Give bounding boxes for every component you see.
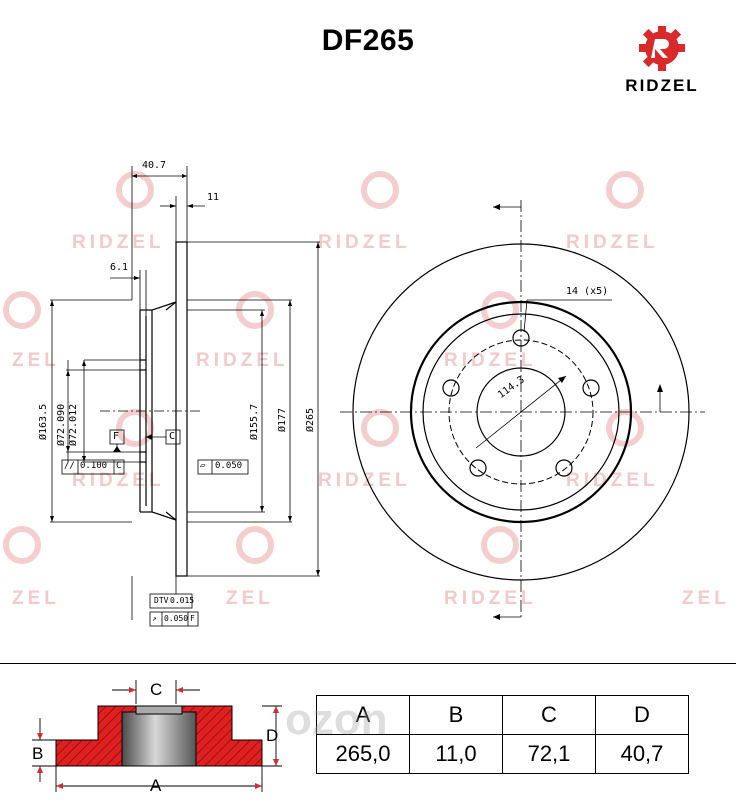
watermark-text: RIDZEL bbox=[318, 470, 411, 491]
parallel-icon: // bbox=[64, 461, 75, 471]
header-c: C bbox=[502, 695, 596, 735]
tol-parallel-ref: C bbox=[116, 461, 122, 471]
watermark-text: RIDZEL bbox=[566, 470, 659, 491]
spec-table: A B C D 265,0 11,0 72,1 40,7 bbox=[316, 695, 689, 774]
runout-ref: F bbox=[190, 614, 195, 623]
section-divider bbox=[0, 663, 736, 664]
header-b: B bbox=[409, 695, 503, 735]
tol-flatness-value: 0.050 bbox=[215, 461, 243, 471]
schematic-label-a: A bbox=[150, 776, 162, 795]
side-view bbox=[50, 166, 320, 627]
dim-hat-outer-diameter: Ø177 bbox=[277, 407, 288, 432]
value-b: 11,0 bbox=[409, 734, 503, 774]
dim-outer-diameter: Ø265 bbox=[305, 407, 316, 432]
disc-schematic bbox=[55, 705, 263, 767]
watermark-text: RIDZEL bbox=[72, 232, 165, 253]
watermark-text: ZEL bbox=[12, 588, 60, 609]
value-c: 72,1 bbox=[502, 734, 596, 774]
bolt-holes-label: 14 (x5) bbox=[566, 286, 609, 297]
watermark-text: ZEL bbox=[226, 588, 274, 609]
bolt-hole bbox=[442, 379, 460, 397]
schematic-label-c: C bbox=[150, 680, 163, 699]
bolt-hole bbox=[582, 379, 600, 397]
datum-c-label: C bbox=[169, 431, 176, 442]
dim-center-bore-min: Ø72.012 bbox=[68, 403, 79, 446]
schematic-label-d: D bbox=[266, 726, 279, 745]
dim-center-bore-max: Ø72.090 bbox=[56, 403, 67, 446]
flatness-icon: ▱ bbox=[200, 461, 206, 471]
friction-ring bbox=[175, 241, 188, 577]
brand-logo: RIDZEL bbox=[612, 26, 712, 96]
page-title: DF265 bbox=[321, 24, 415, 57]
datum-f-label: F bbox=[113, 431, 120, 442]
table-row: 265,0 11,0 72,1 40,7 bbox=[316, 734, 689, 774]
brand-name: RIDZEL bbox=[625, 76, 699, 95]
dtv-value: 0.015 bbox=[170, 596, 195, 605]
watermark-text: RIDZEL bbox=[196, 350, 289, 371]
watermark-text: RIDZEL bbox=[444, 350, 537, 371]
hat-outline bbox=[151, 301, 177, 521]
bolt-hole bbox=[469, 459, 487, 477]
table-row: A B C D bbox=[316, 695, 689, 735]
watermark-text: RIDZEL bbox=[566, 232, 659, 253]
watermark-text: RIDZEL bbox=[72, 470, 165, 491]
dim-hat-thickness: 6.1 bbox=[110, 262, 129, 273]
dim-disc-thickness: 11 bbox=[207, 192, 220, 203]
runout-icon: ↗ bbox=[152, 614, 157, 623]
watermark-text: RIDZEL bbox=[318, 232, 411, 253]
value-d: 40,7 bbox=[595, 734, 689, 774]
header-a: A bbox=[316, 695, 410, 735]
value-a: 265,0 bbox=[316, 734, 410, 774]
watermark-text: ZEL bbox=[682, 588, 730, 609]
gear-icon bbox=[639, 26, 685, 71]
dim-thickness-total: 40.7 bbox=[142, 160, 167, 171]
watermark-text: RIDZEL bbox=[444, 588, 537, 609]
dim-hat-diameter: Ø163.5 bbox=[38, 403, 49, 440]
dtv-label: DTV bbox=[154, 596, 169, 605]
runout-value: 0.050 bbox=[164, 614, 189, 623]
front-view bbox=[340, 200, 705, 620]
header-d: D bbox=[595, 695, 689, 735]
watermark-text: ZEL bbox=[12, 350, 60, 371]
dim-inner-diameter: Ø155.7 bbox=[249, 403, 260, 440]
bolt-hole bbox=[555, 459, 573, 477]
schematic-label-b: B bbox=[32, 744, 44, 763]
tol-parallel-value: 0.100 bbox=[80, 461, 108, 471]
watermark-gear-icons bbox=[3, 171, 644, 564]
